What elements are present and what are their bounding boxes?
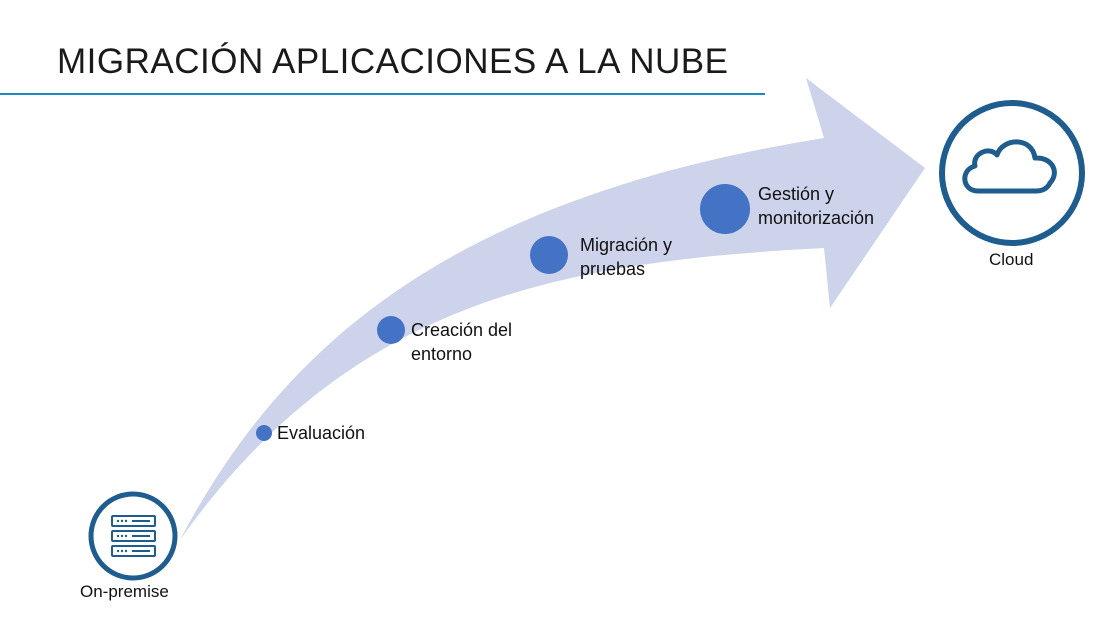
stage-label-creacion: Creación del entorno [411,320,513,364]
stage-label-evaluacion: Evaluación [277,423,366,443]
stage-dot-creacion [377,316,405,344]
server-icon [88,491,178,581]
stage-dot-migracion [530,236,568,274]
cloud-icon [939,100,1085,246]
stage-dot-gestion [700,184,750,234]
stage-dot-evaluacion [256,425,272,441]
title-underline [0,93,765,95]
page-title: MIGRACIÓN APLICACIONES A LA NUBE [57,42,729,81]
migration-arrow [180,78,925,540]
stage-label-migracion: Migración y pruebas [580,235,673,279]
cloud-label: Cloud [989,250,1034,269]
on-premise-label: On-premise [80,582,169,601]
stage-label-gestion: Gestión y monitorización [758,184,875,228]
